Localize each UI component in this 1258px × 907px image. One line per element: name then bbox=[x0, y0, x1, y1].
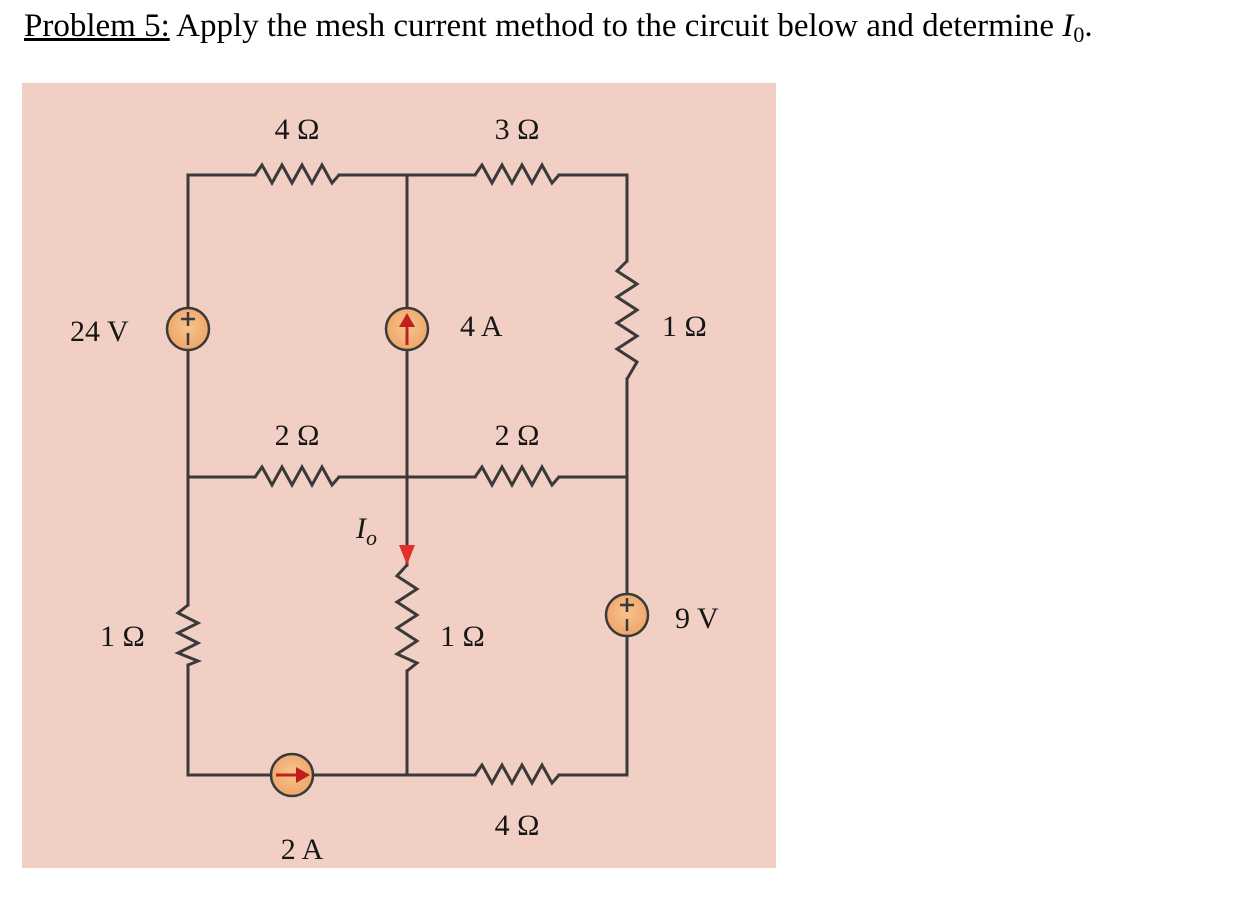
resistor-top-right bbox=[473, 161, 561, 187]
label-r-top-left: 4 Ω bbox=[275, 113, 320, 146]
problem-number: Problem 5: bbox=[24, 8, 170, 44]
label-i-2a: 2 A bbox=[281, 833, 324, 866]
current-source-2a bbox=[269, 752, 315, 798]
current-source-4a bbox=[384, 306, 430, 352]
label-v-24v: 24 V bbox=[70, 315, 129, 348]
resistor-mid-left bbox=[253, 463, 341, 489]
label-r-right-upper: 1 Ω bbox=[662, 310, 707, 343]
label-r-center-lower: 1 Ω bbox=[440, 620, 485, 653]
label-io-main: I bbox=[355, 512, 368, 545]
problem-statement: Problem 5: Apply the mesh current method… bbox=[24, 4, 1093, 57]
label-r-top-right: 3 Ω bbox=[495, 113, 540, 146]
voltage-source-9v bbox=[604, 592, 650, 638]
label-r-left-lower: 1 Ω bbox=[100, 620, 145, 653]
current-io-arrow bbox=[399, 545, 415, 565]
circuit-diagram: 4 Ω 3 Ω 24 V 4 A 1 Ω 2 Ω 2 Ω Io 1 Ω 1 Ω … bbox=[70, 113, 719, 866]
label-r-bottom-right: 4 Ω bbox=[495, 809, 540, 842]
resistor-bottom-right bbox=[473, 761, 561, 787]
resistor-right-upper bbox=[614, 259, 640, 380]
wire-left-bottom bbox=[186, 663, 274, 777]
label-current-io: Io bbox=[355, 512, 377, 550]
label-r-mid-right: 2 Ω bbox=[495, 419, 540, 452]
current-subscript: 0 bbox=[1073, 22, 1085, 47]
resistor-center-lower bbox=[393, 563, 420, 673]
circuit-wires bbox=[186, 173, 629, 777]
circuit-photo: 4 Ω 3 Ω 24 V 4 A 1 Ω 2 Ω 2 Ω Io 1 Ω 1 Ω … bbox=[22, 83, 776, 868]
label-r-mid-left: 2 Ω bbox=[275, 419, 320, 452]
resistor-top-left bbox=[253, 161, 341, 187]
current-variable: I bbox=[1062, 8, 1074, 44]
problem-text: Apply the mesh current method to the cir… bbox=[169, 8, 1063, 44]
voltage-source-24v bbox=[165, 306, 211, 352]
problem-period: . bbox=[1084, 8, 1093, 44]
label-io-sub: o bbox=[366, 525, 377, 550]
label-i-4a: 4 A bbox=[460, 310, 503, 343]
resistor-mid-right bbox=[473, 463, 561, 489]
resistor-left-lower bbox=[174, 603, 203, 667]
label-v-9v: 9 V bbox=[675, 602, 719, 635]
